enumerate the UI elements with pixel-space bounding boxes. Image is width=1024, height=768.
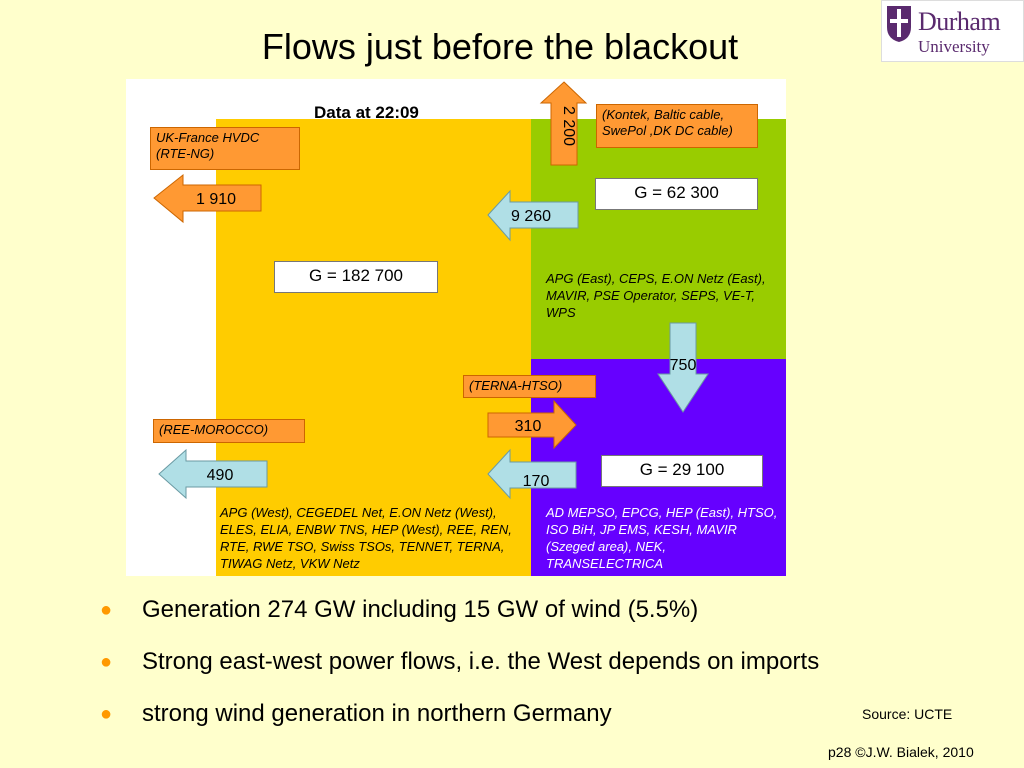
bullet-dot-icon: ●: [100, 651, 113, 673]
bullet-item: ● Strong east-west power flows, i.e. the…: [100, 644, 980, 696]
bullet-list: ● Generation 274 GW including 15 GW of w…: [100, 592, 980, 748]
flow-arrows: 1 910 2 200 9 260 750 310 490 17: [153, 81, 709, 500]
flow-uk-value: 1 910: [196, 191, 236, 208]
bullet-item: ● strong wind generation in northern Ger…: [100, 696, 980, 748]
durham-logo: Durham University: [881, 0, 1024, 62]
flow-uk-arrow: 1 910: [153, 173, 262, 224]
flow-east-west-value: 9 260: [511, 208, 551, 225]
logo-text-durham: Durham: [918, 7, 1001, 36]
flow-south-west-arrow: 170: [487, 448, 577, 500]
flow-east-south-value: 750: [670, 357, 697, 374]
bullet-text: strong wind generation in northern Germa…: [142, 700, 612, 727]
flow-south-west-value: 170: [523, 473, 550, 490]
members-south: AD MEPSO, EPCG, HEP (East), HTSO, ISO Bi…: [546, 505, 778, 571]
members-east: APG (East), CEPS, E.ON Netz (East), MAVI…: [546, 271, 766, 320]
source-note: Source: UCTE: [862, 706, 953, 722]
page-footer: p28 ©J.W. Bialek, 2010: [828, 744, 974, 760]
flow-italy-greece-value: 310: [515, 418, 542, 435]
label-terna: (TERNA-HTSO): [463, 375, 596, 398]
shield-icon: [887, 6, 911, 42]
bullet-text: Strong east-west power flows, i.e. the W…: [142, 648, 820, 675]
bullet-dot-icon: ●: [100, 599, 113, 621]
logo-text-university: University: [918, 37, 990, 56]
flow-italy-greece-arrow: 310: [487, 399, 577, 450]
label-ree: (REE-MOROCCO): [153, 419, 305, 443]
flow-north-arrow: 2 200: [539, 81, 588, 166]
bullet-text: Generation 274 GW including 15 GW of win…: [142, 596, 699, 623]
slide-title: Flows just before the blackout: [261, 26, 739, 67]
members-west: APG (West), CEGEDEL Net, E.ON Netz (West…: [220, 505, 512, 571]
region-west: [216, 119, 531, 576]
flow-morocco-value: 490: [207, 467, 234, 484]
generation-east: G = 62 300: [595, 178, 758, 210]
flow-east-south-arrow: 750: [657, 322, 709, 413]
label-uk-france: UK-France HVDC (RTE-NG): [150, 127, 300, 170]
data-timestamp: Data at 22:09: [314, 103, 419, 122]
bullet-dot-icon: ●: [100, 703, 113, 725]
flow-diagram: Data at 22:09 G = 182 700 G = 62 300 G =…: [126, 79, 786, 576]
flow-east-west-arrow: 9 260: [487, 189, 579, 242]
flow-north-value: 2 200: [560, 106, 577, 146]
flow-morocco-arrow: 490: [158, 448, 268, 500]
generation-west: G = 182 700: [274, 261, 438, 293]
generation-south: G = 29 100: [601, 455, 763, 487]
bullet-item: ● Generation 274 GW including 15 GW of w…: [100, 592, 980, 644]
label-kontek: (Kontek, Baltic cable, SwePol ,DK DC cab…: [596, 104, 758, 148]
